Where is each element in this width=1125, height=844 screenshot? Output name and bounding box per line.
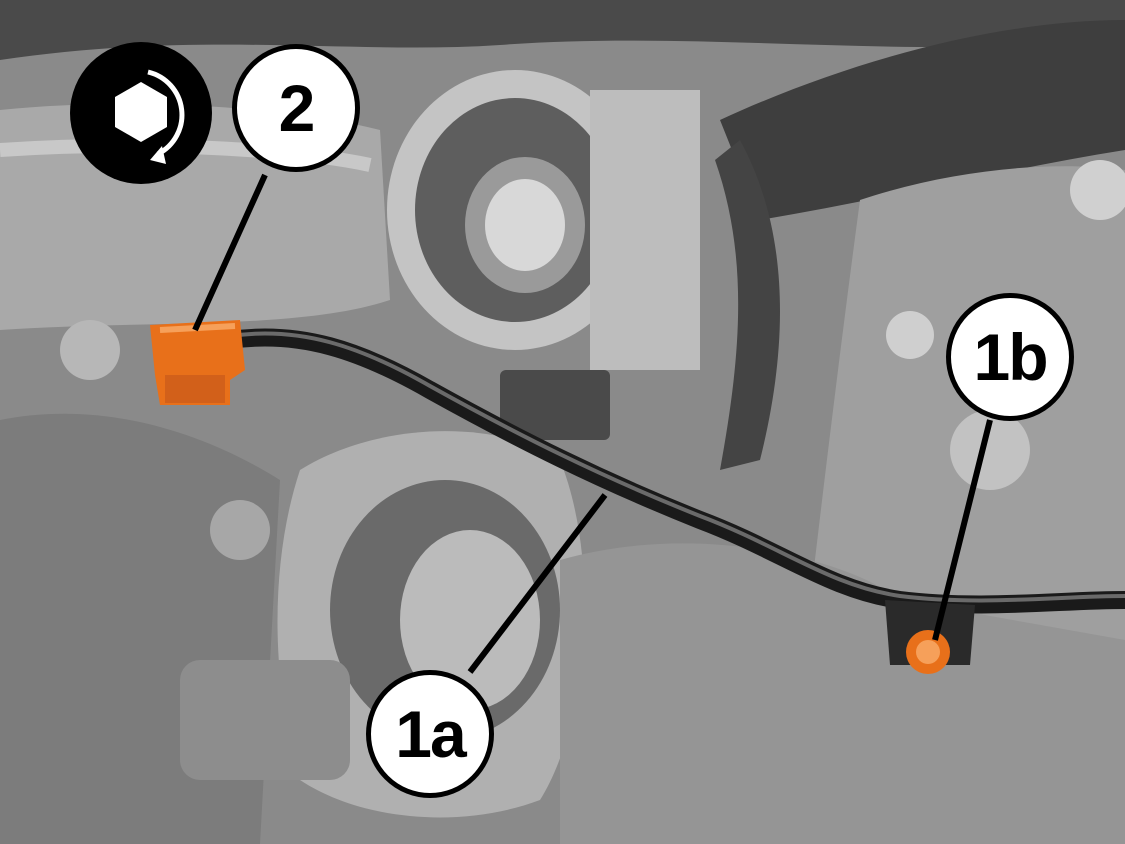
bolt-highlight	[906, 630, 950, 674]
callout-1b: 1b	[946, 293, 1074, 421]
callout-1a: 1a	[366, 670, 494, 798]
hex-nut-rotate-icon	[70, 42, 212, 184]
callout-2: 2	[232, 44, 360, 172]
